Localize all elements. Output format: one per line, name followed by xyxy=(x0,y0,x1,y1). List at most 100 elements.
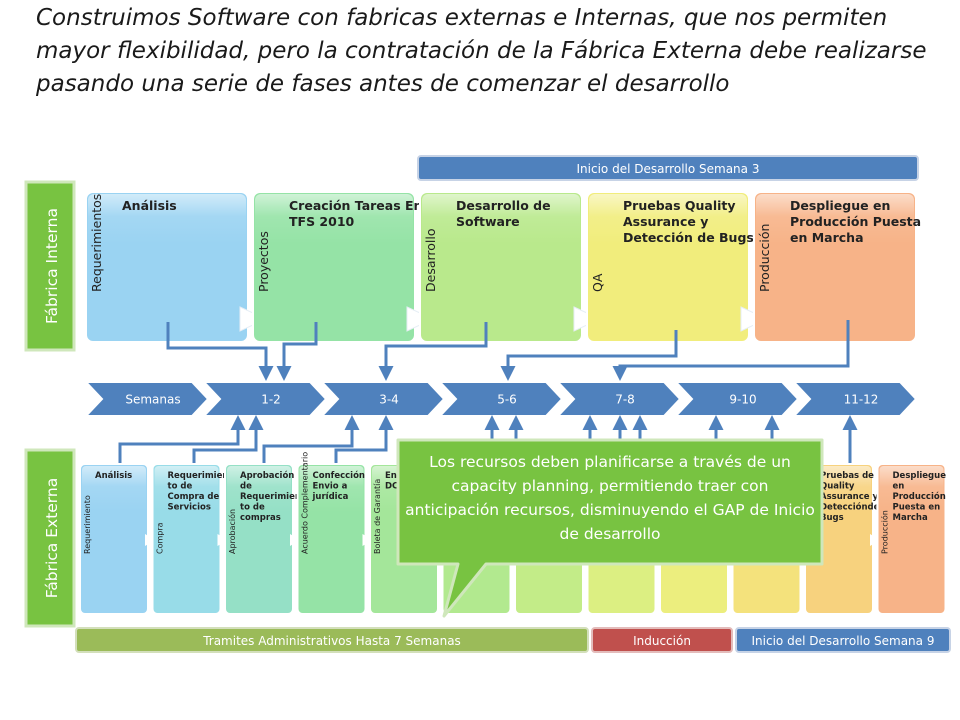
phase-text-line: to de xyxy=(240,503,265,513)
phase-gloss xyxy=(255,194,413,244)
week-chevron-5-6: 5-6 xyxy=(437,381,564,417)
phase-text-line: Despliegue en xyxy=(790,198,890,213)
page-title: Construimos Software con fabricas extern… xyxy=(36,5,927,97)
top-banner-label: Inicio del Desarrollo Semana 3 xyxy=(577,162,760,176)
phase-gloss xyxy=(82,466,146,512)
internal-phase-requerimientos: Requerimientos Análisis xyxy=(85,191,268,343)
tramites-bar-label: Tramites Administrativos Hasta 7 Semanas xyxy=(202,634,461,648)
phase-side-label: Compra xyxy=(156,522,165,554)
phase-arrow xyxy=(145,534,155,546)
phase-text-line: de xyxy=(240,482,252,492)
phase-text-line: Despliegue xyxy=(893,471,947,481)
phase-text-line: TFS 2010 xyxy=(289,214,355,229)
phase-text-line: Requerimien xyxy=(240,492,301,502)
phase-text-line: Assurance y xyxy=(820,492,878,502)
phase-side-label: Aprobación xyxy=(227,509,237,554)
phase-text-line: to de xyxy=(168,482,193,492)
top-banner: Inicio del Desarrollo Semana 3 xyxy=(417,155,919,181)
week-chevron-9-10: 9-10 xyxy=(673,381,800,417)
phase-text-line: Assurance y xyxy=(623,214,708,229)
week-label: 3-4 xyxy=(379,393,399,407)
phase-text-line: DC xyxy=(385,482,398,492)
week-label: Semanas xyxy=(125,393,180,407)
phase-gloss xyxy=(88,194,246,244)
callout-text: Los recursos deben planificarse a través… xyxy=(405,453,815,543)
external-factory-label: Fábrica Externa xyxy=(24,448,76,628)
phase-side-label: Boleta de Garantía xyxy=(373,479,382,554)
phase-arrow xyxy=(217,534,228,546)
week-label: 7-8 xyxy=(615,393,635,407)
phase-gloss xyxy=(227,466,291,512)
chevron-shape xyxy=(791,381,918,417)
phase-text-line: Aprobación xyxy=(240,470,294,481)
phase-text-line: Análisis xyxy=(95,471,132,481)
week-timeline: Semanas 1-2 3-4 5-6 7-8 9-10 11-12 xyxy=(83,381,918,417)
chevron-shape xyxy=(555,381,682,417)
phase-text-line: Pruebas de xyxy=(820,471,874,481)
phase-text-line: Requerimien xyxy=(168,471,229,481)
bottom-bars: Tramites Administrativos Hasta 7 Semanas… xyxy=(75,627,951,653)
phase-arrow xyxy=(290,534,300,546)
phase-side-label: Requerimientos xyxy=(89,194,104,292)
phase-side-label: Acuerdo Complementario xyxy=(301,452,310,554)
week-label: 9-10 xyxy=(729,393,756,407)
induccion-bar-label: Inducción xyxy=(633,634,691,648)
phase-text-line: Creación Tareas En xyxy=(289,198,422,213)
chevron-shape xyxy=(83,381,210,417)
phase-side-label: Producción xyxy=(757,224,772,292)
phase-side-label: Proyectos xyxy=(256,231,271,292)
phase-text-line: Quality xyxy=(820,482,855,492)
phase-text-line: Compra de xyxy=(168,492,220,502)
phase-gloss xyxy=(154,466,219,512)
week-chevron-1-2: 1-2 xyxy=(201,381,328,417)
phase-gloss xyxy=(756,194,914,244)
internal-connectors xyxy=(166,320,850,381)
week-label: 11-12 xyxy=(844,393,879,407)
phase-text-line: Servicios xyxy=(168,503,211,513)
external-factory-text: Fábrica Externa xyxy=(43,478,61,598)
chevron-shape xyxy=(437,381,564,417)
phase-gloss xyxy=(589,194,747,244)
phase-gloss xyxy=(299,466,364,512)
phase-text-line: Detecciónde xyxy=(820,502,880,513)
phase-text-line: Desarrollo de xyxy=(456,198,551,213)
callout-bubble xyxy=(396,438,824,618)
phase-text-line: Confección xyxy=(313,470,365,481)
inicio-semana-9-bar-label: Inicio del Desarrollo Semana 9 xyxy=(752,634,935,648)
week-chevron-7-8: 7-8 xyxy=(555,381,682,417)
week-chevron-3-4: 3-4 xyxy=(319,381,446,417)
phase-text-line: Producción Puesta xyxy=(790,214,921,229)
phase-text-line: Bugs xyxy=(820,513,844,523)
phase-text-line: jurídica xyxy=(312,492,349,502)
chevron-shape xyxy=(201,381,328,417)
week-chevron-11-12: 11-12 xyxy=(791,381,918,417)
week-chevron-semanas: Semanas xyxy=(83,381,210,417)
phase-text-line: Análisis xyxy=(122,198,177,213)
week-label: 5-6 xyxy=(497,393,517,407)
chevron-shape xyxy=(319,381,446,417)
internal-factory-text: Fábrica Interna xyxy=(43,208,61,324)
phase-text-line: Puesta en xyxy=(893,503,941,513)
phase-text-line: compras xyxy=(240,513,281,523)
internal-factory-label: Fábrica Interna xyxy=(24,180,76,352)
phase-text-line: Producción xyxy=(893,491,946,502)
week-label: 1-2 xyxy=(261,393,281,407)
phase-side-label: QA xyxy=(590,273,605,292)
phase-text-line: Software xyxy=(456,214,520,229)
phase-side-label: Requerimiento xyxy=(83,495,92,554)
phase-text-line: Pruebas Quality xyxy=(623,198,736,213)
phase-text-line: Detección de Bugs xyxy=(623,230,754,245)
phase-arrow xyxy=(870,534,880,546)
external-phase-1: Requerimiento Análisis xyxy=(79,463,155,615)
phase-text-line: Marcha xyxy=(893,513,928,523)
